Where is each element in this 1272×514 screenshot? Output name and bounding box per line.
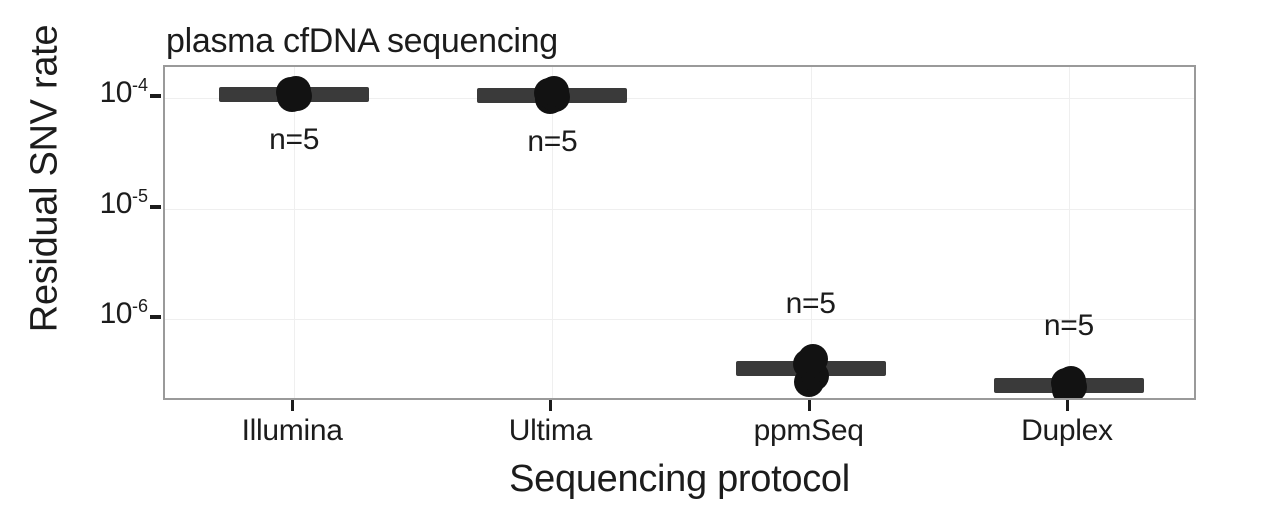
x-axis-title: Sequencing protocol <box>509 458 850 500</box>
sample-size-label: n=5 <box>785 286 836 320</box>
data-point <box>1055 365 1086 396</box>
gridline-vertical <box>552 67 554 398</box>
x-tick-mark <box>1065 400 1069 411</box>
y-tick-exponent: -6 <box>131 296 148 317</box>
gridline-horizontal <box>165 97 1194 99</box>
x-tick-mark <box>807 400 811 411</box>
y-tick-exponent: -5 <box>131 185 148 206</box>
y-tick-mantissa: 10 <box>99 186 133 220</box>
x-tick-mark <box>549 400 553 411</box>
y-tick-mark <box>150 93 161 98</box>
y-tick-mark <box>150 315 161 320</box>
x-tick-label: Illumina <box>241 414 343 447</box>
data-point <box>281 75 312 106</box>
y-tick-exponent: -4 <box>131 74 148 95</box>
x-tick-label: Ultima <box>508 414 593 447</box>
plot-panel: n=5 n=5 n=5 n=5 <box>163 65 1196 400</box>
y-tick-mantissa: 10 <box>99 75 133 109</box>
y-tick-label: 10-5 <box>100 186 148 221</box>
gridline-horizontal <box>165 208 1194 210</box>
sample-size-label: n=5 <box>1043 308 1094 342</box>
x-tick-label: ppmSeq <box>753 414 864 447</box>
gridline-vertical <box>810 67 812 398</box>
panel-title: plasma cfDNA sequencing <box>166 22 558 60</box>
y-tick-mantissa: 10 <box>99 297 133 331</box>
y-tick-label: 10-6 <box>100 296 148 331</box>
sample-size-label: n=5 <box>269 123 320 157</box>
y-tick-label: 10-4 <box>100 75 148 110</box>
x-tick-label: Duplex <box>1021 414 1113 447</box>
data-point <box>539 76 570 107</box>
sample-size-label: n=5 <box>527 124 578 158</box>
data-point <box>797 343 828 374</box>
gridline-vertical <box>1068 67 1070 398</box>
gridline-horizontal <box>165 319 1194 321</box>
gridline-vertical <box>294 67 296 398</box>
x-tick-mark <box>291 400 295 411</box>
y-tick-mark <box>150 204 161 209</box>
